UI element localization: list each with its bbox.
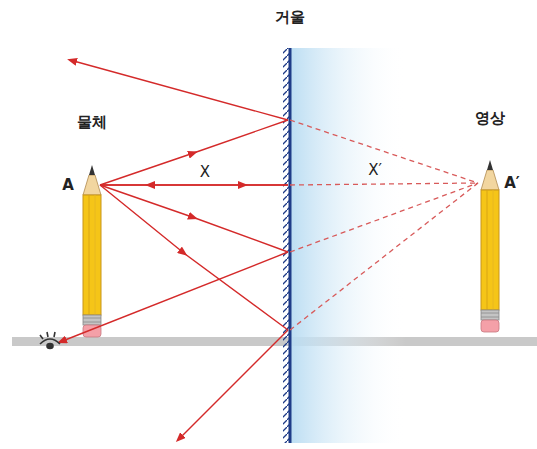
point-label: A′ xyxy=(504,175,520,192)
point-label: A xyxy=(62,177,74,194)
light-rays xyxy=(60,60,288,440)
object-label: 물체 xyxy=(77,114,107,131)
eye-symbol xyxy=(40,332,60,349)
mirror-line xyxy=(289,48,292,443)
mirror-title: 거울 xyxy=(275,9,305,26)
image-pencil xyxy=(481,160,499,332)
image-label: 영상 xyxy=(475,110,505,127)
mirror-hatching xyxy=(283,48,290,443)
ground xyxy=(12,337,537,346)
distance-label: X′ xyxy=(368,162,382,179)
virtual-rays xyxy=(290,120,478,330)
distance-label: X xyxy=(200,164,210,181)
object-pencil xyxy=(83,165,101,337)
